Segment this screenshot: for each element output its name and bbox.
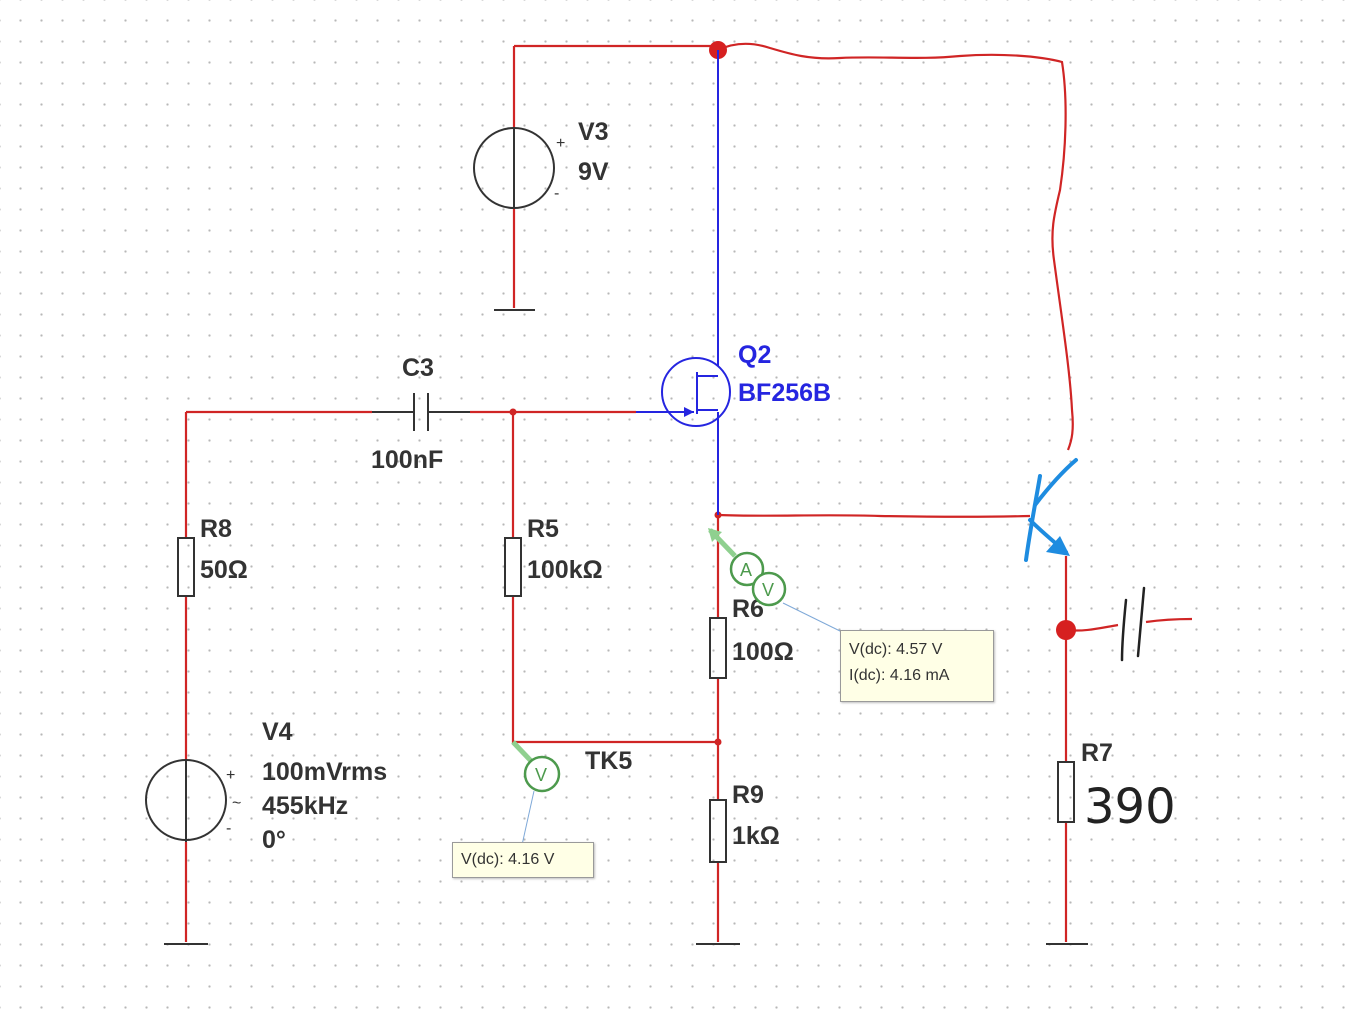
- junctions: [509, 41, 1076, 746]
- r6-voltmeter-letter: V: [762, 580, 774, 600]
- r5-resistor[interactable]: R5 100kΩ: [504, 515, 603, 597]
- q2-jfet-icon: [661, 357, 731, 427]
- v3-minus-sign: -: [554, 185, 559, 202]
- grounds: [164, 309, 1088, 945]
- q2-gate-arrow-icon: [684, 407, 694, 417]
- tk5-probe[interactable]: V TK5: [511, 740, 632, 846]
- r6-vdc-reading: V(dc): 4.57 V: [849, 641, 943, 658]
- r6-voltmeter-icon: [751, 571, 787, 607]
- r5-value: 100kΩ: [527, 556, 603, 584]
- r6-idc-reading: I(dc): 4.16 mA: [849, 667, 950, 684]
- r8-value: 50Ω: [200, 556, 248, 584]
- r8-resistor[interactable]: R8 50Ω: [177, 515, 248, 597]
- v4-amplitude: 100mVrms: [262, 758, 387, 786]
- r6-ammeter-letter: A: [740, 560, 752, 580]
- tk5-callout-line: [521, 790, 535, 846]
- q2-value: BF256B: [738, 379, 831, 407]
- r6-probe-arrow-icon: [708, 528, 722, 542]
- v4-plus-sign: +: [226, 767, 235, 784]
- v3-plus-sign: +: [556, 135, 565, 152]
- v3-value: 9V: [578, 158, 609, 186]
- v4-frequency: 455kHz: [262, 792, 348, 820]
- r9-value: 1kΩ: [732, 822, 780, 850]
- r8-resistor-icon: [177, 537, 195, 597]
- bjt-collector-line: [1033, 458, 1078, 507]
- tk5-label: TK5: [585, 747, 632, 775]
- r7-value-handwritten: 390: [1084, 779, 1176, 835]
- r6-ammeter-icon: [729, 551, 765, 587]
- tk5-probe-lead: [511, 740, 534, 764]
- r6-value: 100Ω: [732, 638, 794, 666]
- v4-ac-source[interactable]: + ~ - V4 100mVrms 455kHz 0°: [145, 718, 387, 854]
- tk5-voltmeter-icon: [523, 755, 561, 793]
- r7-resistor[interactable]: R7 390: [1057, 739, 1176, 835]
- r6-measurement-tooltip: V(dc): 4.57 V I(dc): 4.16 mA: [840, 630, 994, 702]
- q2-label: Q2: [738, 341, 771, 369]
- bjt-emitter-arrow-icon: [1046, 536, 1070, 556]
- q2-jfet[interactable]: Q2 BF256B: [636, 50, 831, 515]
- r9-resistor-icon: [709, 799, 727, 863]
- r9-resistor[interactable]: R9 1kΩ: [709, 781, 780, 863]
- v4-minus-sign: -: [226, 820, 231, 837]
- v3-dc-source[interactable]: + - V3 9V: [473, 118, 609, 209]
- output-cap-plate-right-icon: [1136, 586, 1146, 658]
- junction-emitter: [1056, 620, 1076, 640]
- r9-label: R9: [732, 781, 764, 809]
- c3-capacitor[interactable]: C3 100nF: [371, 354, 470, 474]
- output-cap-plate-left-icon: [1120, 598, 1128, 662]
- bjt-base-bar-icon: [1024, 474, 1042, 562]
- handdrawn-output-capacitor[interactable]: [1120, 586, 1146, 662]
- r7-label: R7: [1081, 739, 1113, 767]
- v3-label: V3: [578, 118, 609, 146]
- c3-value: 100nF: [371, 446, 443, 474]
- tk5-vdc-reading: V(dc): 4.16 V: [461, 851, 555, 868]
- junction-r5-r9: [714, 738, 722, 746]
- r5-resistor-icon: [504, 537, 522, 597]
- wire-r5-bottom[interactable]: [511, 596, 718, 744]
- r6-av-probe[interactable]: A V: [708, 528, 843, 633]
- r7-resistor-icon: [1057, 761, 1075, 823]
- r6-resistor-icon: [709, 617, 727, 679]
- handdrawn-wire-drain-collector[interactable]: [717, 42, 1074, 451]
- r5-label: R5: [527, 515, 559, 543]
- handdrawn-bjt[interactable]: [1024, 458, 1078, 562]
- handdrawn-wire-output[interactable]: [1065, 617, 1193, 632]
- r6-resistor[interactable]: R6 100Ω: [709, 595, 794, 679]
- tk5-voltmeter-letter: V: [535, 765, 547, 785]
- r8-label: R8: [200, 515, 232, 543]
- v4-phase: 0°: [262, 826, 286, 854]
- v4-label: V4: [262, 718, 293, 746]
- tk5-measurement-tooltip: V(dc): 4.16 V: [452, 842, 594, 878]
- v4-tilde-icon: ~: [232, 795, 241, 812]
- r6-callout-line: [782, 602, 843, 633]
- junction-gate: [509, 408, 517, 416]
- c3-label: C3: [402, 354, 434, 382]
- handdrawn-wire-source-base[interactable]: [717, 513, 1031, 518]
